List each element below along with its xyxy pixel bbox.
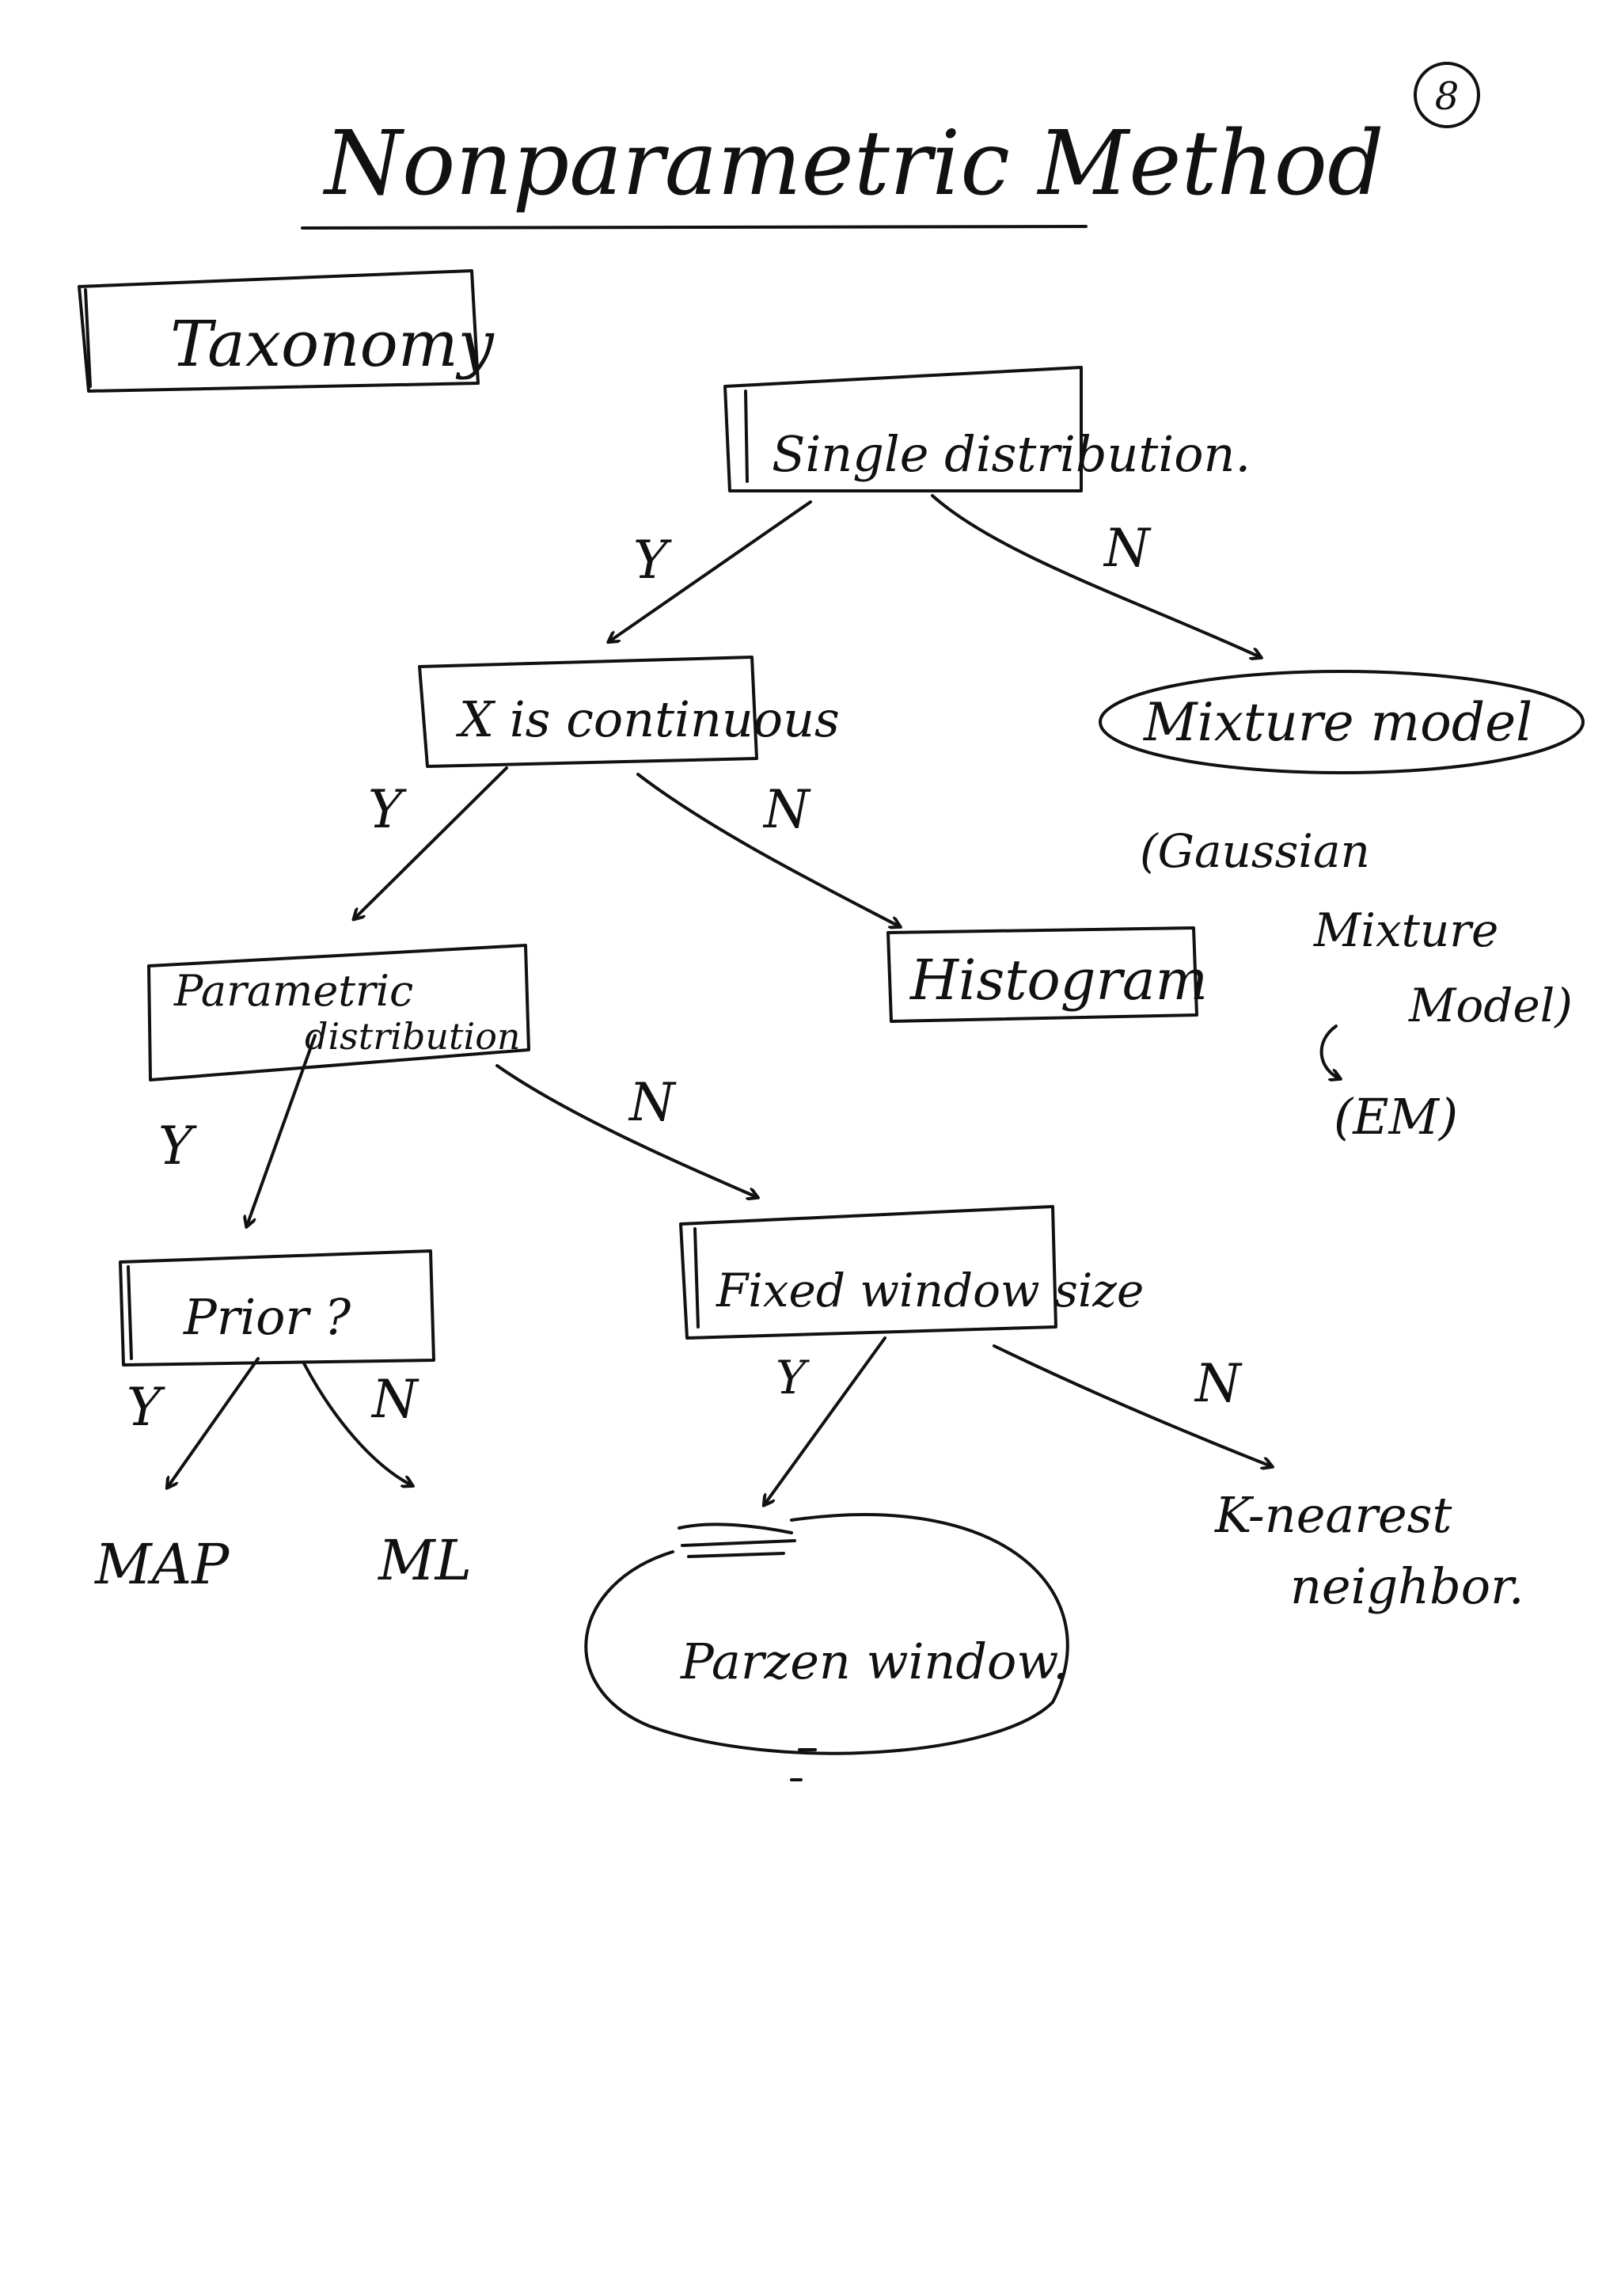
edge-fixed-window-to-parzen [765, 1336, 886, 1504]
stray-marks [790, 1748, 817, 1781]
node-parametric-line2: distribution [305, 1015, 521, 1058]
node-mixture-model: Mixture model [1143, 692, 1532, 753]
node-parzen-window: Parzen window. [680, 1633, 1069, 1690]
page-title: Nonparametric Method [322, 112, 1384, 215]
section-label: Taxonomy [170, 307, 495, 381]
node-prior: Prior ? [183, 1288, 351, 1346]
note-gmm-line2: Mixture [1313, 903, 1498, 957]
note-gmm-line1: (Gaussian [1140, 824, 1370, 878]
edge-prior-to-map [168, 1357, 260, 1487]
page-number-circle [1414, 62, 1480, 128]
parametric-distribution-box [147, 944, 530, 1081]
fixed-window-size-box [679, 1205, 1057, 1340]
prior-box-mark [127, 1265, 133, 1360]
node-ml: ML [377, 1528, 472, 1593]
histogram-box [886, 926, 1198, 1023]
fixed-window-box-mark [693, 1227, 700, 1329]
node-map: MAP [93, 1532, 230, 1597]
edge-single-to-x [609, 500, 812, 641]
edge-label-no-2: N [762, 779, 811, 840]
note-em-arrow [1319, 1024, 1339, 1078]
taxonomy-box-mark [84, 288, 92, 388]
node-histogram: Histogram [909, 948, 1208, 1013]
edge-label-yes-2: Y [368, 779, 407, 840]
edge-label-no-5: N [1194, 1353, 1243, 1414]
parzen-window-ellipse [584, 1513, 1069, 1755]
edge-label-yes-4: Y [127, 1377, 165, 1438]
edge-label-no-4: N [370, 1369, 419, 1430]
edge-x-to-parametric [355, 766, 508, 918]
edge-label-yes-5: Y [776, 1351, 810, 1405]
node-fixed-window-size: Fixed window size [716, 1264, 1144, 1317]
node-k-nearest-line1: K-nearest [1214, 1486, 1452, 1544]
page-number: 8 [1435, 74, 1460, 119]
edge-x-to-histogram [636, 773, 899, 926]
node-x-is-continuous: X is continuous [456, 690, 840, 748]
edge-label-no-1: N [1103, 518, 1152, 579]
edge-single-to-mixture [931, 494, 1260, 657]
scribble-mark [678, 1522, 796, 1558]
node-k-nearest-line2: neighbor. [1290, 1557, 1524, 1615]
single-distribution-box-mark [744, 390, 749, 483]
note-gmm-line3: Model) [1408, 979, 1573, 1032]
single-distribution-box [723, 366, 1083, 492]
edge-label-yes-1: Y [633, 530, 672, 591]
note-em: (EM) [1334, 1088, 1458, 1146]
x-continuous-box [418, 656, 758, 768]
prior-box [119, 1249, 435, 1367]
edge-label-no-3: N [628, 1072, 677, 1133]
edge-parametric-to-prior [247, 1034, 317, 1226]
node-parametric-line1: Parametric [173, 966, 413, 1016]
title-underline [301, 225, 1088, 230]
taxonomy-box [78, 269, 480, 393]
edge-label-yes-3: Y [158, 1116, 197, 1177]
mixture-model-ellipse [1099, 670, 1585, 774]
edge-fixed-window-to-knn [993, 1344, 1271, 1466]
edge-prior-to-ml [302, 1362, 412, 1485]
node-single-distribution: Single distribution. [772, 425, 1251, 483]
edge-parametric-to-fixed-window [495, 1064, 757, 1197]
